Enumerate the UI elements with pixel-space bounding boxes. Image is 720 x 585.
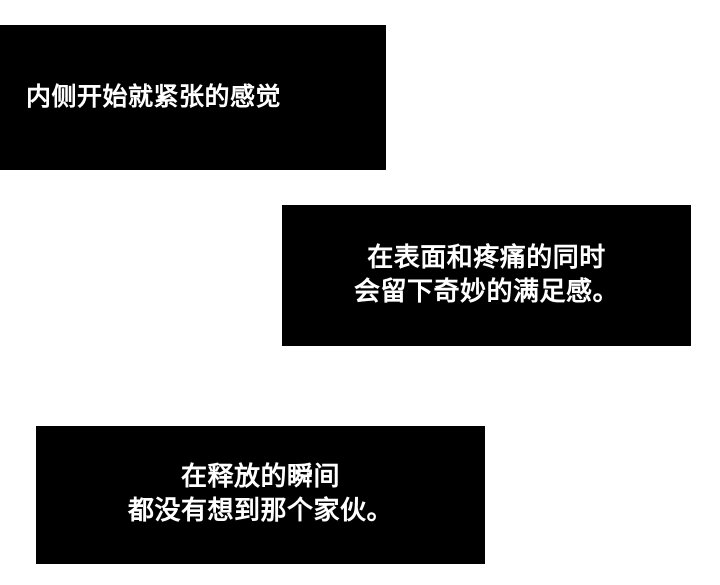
dialogue-panel-1: 内侧开始就紧张的感觉	[0, 25, 386, 170]
panel-3-line-1: 在释放的瞬间	[180, 462, 340, 493]
panel-2-line-1: 在表面和疼痛的同时	[367, 242, 606, 273]
dialogue-panel-2: 在表面和疼痛的同时 会留下奇妙的满足感。	[282, 205, 691, 346]
panel-3-line-2: 都没有想到那个家伙。	[127, 496, 393, 526]
dialogue-panel-3: 在释放的瞬间 都没有想到那个家伙。	[36, 426, 485, 564]
panel-1-line-1: 内侧开始就紧张的感觉	[26, 82, 282, 112]
panel-2-line-2: 会留下奇妙的满足感。	[353, 276, 619, 307]
